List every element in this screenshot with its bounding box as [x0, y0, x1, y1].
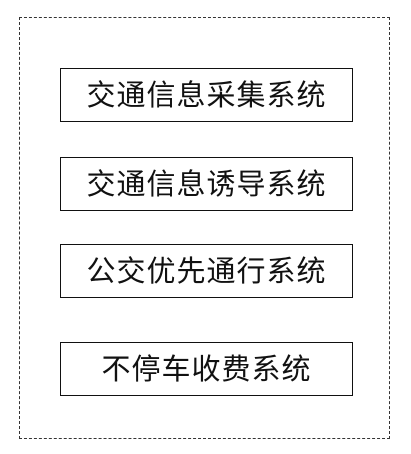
system-label: 公交优先通行系统: [86, 253, 327, 288]
system-label: 交通信息采集系统: [86, 77, 327, 112]
system-label: 交通信息诱导系统: [86, 166, 327, 201]
system-box-traffic-info-collection: 交通信息采集系统: [60, 68, 353, 122]
system-label: 不停车收费系统: [101, 351, 312, 386]
outer-dashed-frame: [19, 17, 390, 439]
system-box-electronic-toll: 不停车收费系统: [60, 342, 353, 396]
system-box-bus-priority: 公交优先通行系统: [60, 244, 353, 298]
system-box-traffic-info-guidance: 交通信息诱导系统: [60, 157, 353, 211]
